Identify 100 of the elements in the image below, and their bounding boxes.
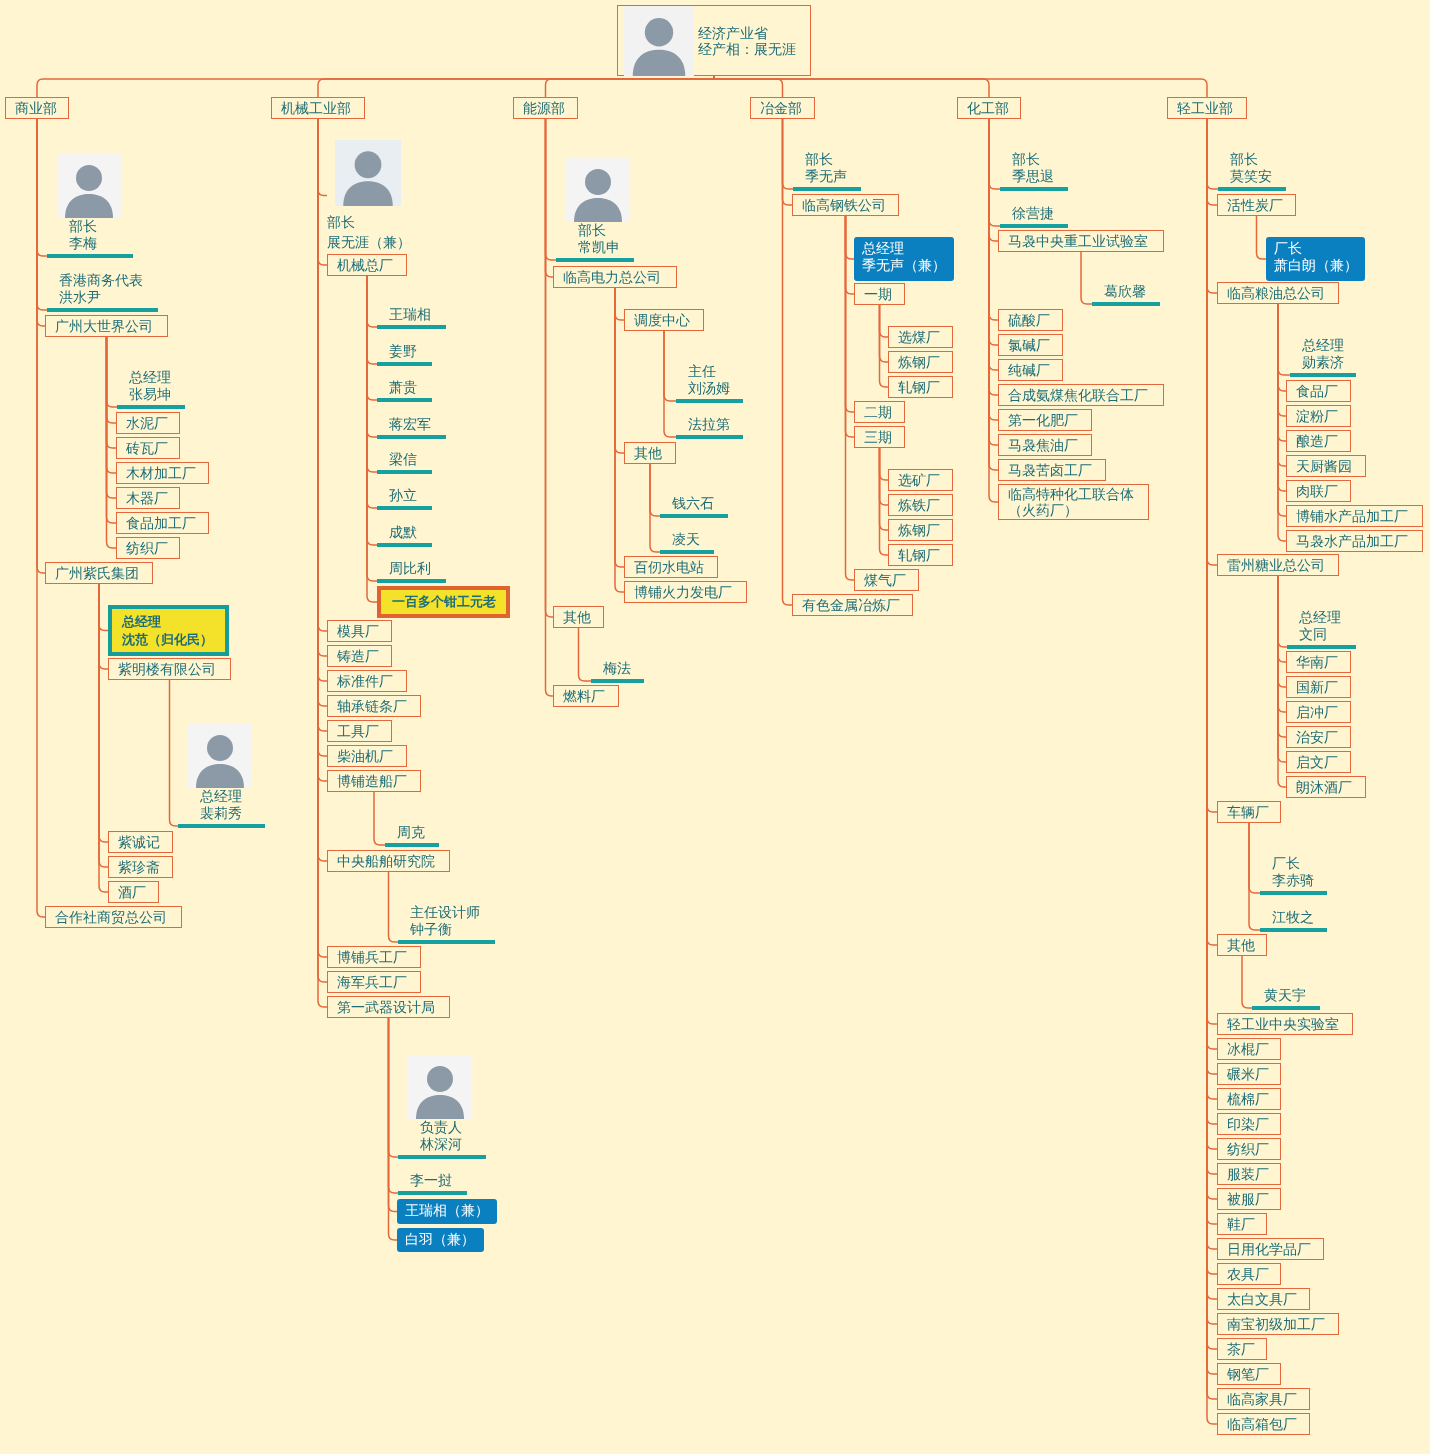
unit-node: 机械总厂 (327, 254, 407, 276)
unit-node: 柴油机厂 (327, 745, 407, 767)
name-text: 季无声（兼） (862, 257, 946, 274)
unit-node: 印染厂 (1217, 1113, 1281, 1135)
connector-line (713, 75, 1208, 98)
unit-node: 食品加工厂 (116, 512, 209, 534)
department-node: 冶金部 (750, 97, 815, 119)
name-text: 文同 (1299, 626, 1328, 643)
unit-node: 其他 (553, 606, 604, 628)
unit-node: 水泥厂 (116, 412, 180, 434)
concurrent-post-card: 白羽（兼） (397, 1228, 484, 1252)
unit-node: 车辆厂 (1217, 801, 1281, 823)
person-topic: 钱六石 (660, 495, 728, 518)
unit-node: 博铺火力发电厂 (624, 581, 747, 603)
unit-node: 食品厂 (1286, 380, 1351, 402)
unit-node: 纯碱厂 (998, 359, 1063, 381)
unit-node: 其他 (624, 442, 676, 464)
role-text: 总经理 (200, 788, 243, 805)
unit-node: 百仞水电站 (624, 556, 718, 578)
person-topic: 孙立 (377, 487, 432, 510)
unit-node: 马袅中央重工业试验室 (998, 230, 1164, 252)
unit-node: 有色金属冶炼厂 (792, 594, 913, 616)
connector-line (878, 447, 889, 556)
unit-node: 标准件厂 (327, 670, 407, 692)
unit-node: 冰棍厂 (1217, 1038, 1281, 1060)
connector-line (878, 304, 889, 388)
person-topic: 成默 (377, 524, 432, 547)
unit-node: 鞋厂 (1217, 1213, 1267, 1235)
connector-line (649, 463, 661, 553)
unit-node: 纺织厂 (116, 537, 180, 559)
unit-node: 选煤厂 (888, 326, 953, 348)
unit-node: 马袅水产品加工厂 (1286, 530, 1423, 552)
unit-node: 碾米厂 (1217, 1063, 1281, 1085)
name-text: 经产相：展无涯 (698, 40, 796, 57)
unit-node: 茶厂 (1217, 1338, 1267, 1360)
role-text: 部长 (327, 213, 356, 232)
unit-node: 二期 (854, 401, 905, 423)
unit-node: 选矿厂 (888, 469, 953, 491)
concurrent-post-card: 王瑞相（兼） (397, 1199, 497, 1224)
unit-node: 农具厂 (1217, 1263, 1281, 1285)
name-text: 裴莉秀 (200, 805, 243, 822)
unit-node: 临高电力总公司 (553, 266, 677, 288)
person-topic: 萧贵 (377, 379, 432, 402)
role-text: 负责人 (420, 1119, 463, 1136)
unit-node: 一期 (854, 283, 905, 305)
unit-node: 其他 (1217, 934, 1267, 956)
person-topic (556, 158, 634, 262)
unit-node: 轧钢厂 (888, 376, 953, 398)
name-text: 常凯申 (578, 239, 621, 256)
concurrent-post-card (854, 237, 954, 281)
connector-line (373, 791, 386, 846)
name-text: 洪水尹 (59, 289, 102, 306)
unit-node: 酒厂 (108, 881, 159, 903)
unit-node: 调度中心 (624, 309, 704, 331)
unit-node: 煤气厂 (854, 569, 919, 591)
unit-node: 国新厂 (1286, 676, 1351, 698)
unit-node: 第一化肥厂 (998, 409, 1092, 431)
person-topic: 葛欣馨 (1092, 283, 1160, 306)
unit-node: 太白文具厂 (1217, 1288, 1310, 1310)
unit-node: 紫明楼有限公司 (108, 658, 231, 680)
person-topic: 蒋宏军 (377, 416, 446, 439)
department-node: 商业部 (5, 97, 69, 119)
name-text: 展无涯（兼） (327, 233, 412, 252)
role-text: 经济产业省 (698, 24, 769, 41)
name-text: 季思退 (1012, 168, 1055, 185)
highlight-card (108, 605, 229, 656)
role-text: 部长 (1230, 151, 1259, 168)
connector-line (1248, 822, 1261, 931)
connector-line (663, 330, 677, 438)
role-text: 部长 (69, 218, 98, 235)
unit-node: 中央船舶研究院 (327, 850, 450, 872)
role-text: 总经理 (122, 613, 162, 631)
unit-node: 硫酸厂 (998, 309, 1063, 331)
department-node: 能源部 (513, 97, 578, 119)
unit-node: 启文厂 (1286, 751, 1351, 773)
person-topic (398, 1055, 486, 1159)
unit-node: 治安厂 (1286, 726, 1351, 748)
name-text: 李赤骑 (1272, 872, 1315, 889)
unit-node: 南宝初级加工厂 (1217, 1313, 1339, 1335)
name-text: 林深河 (420, 1136, 463, 1153)
person-topic: 姜野 (377, 343, 432, 366)
unit-node: 工具厂 (327, 720, 392, 742)
unit-node: 广州大世界公司 (45, 315, 168, 337)
unit-node: 启冲厂 (1286, 701, 1351, 723)
unit-node: 博铺水产品加工厂 (1286, 505, 1423, 527)
person-topic (1000, 151, 1068, 191)
connector-line (544, 75, 715, 98)
unit-node: 被服厂 (1217, 1188, 1281, 1210)
role-text: 主任 (688, 363, 717, 380)
connector-line (577, 627, 592, 682)
person-topic: 江牧之 (1260, 909, 1327, 932)
person-topic: 王瑞相 (377, 306, 446, 329)
connector-line (168, 679, 179, 827)
person-topic (178, 724, 265, 828)
unit-node: 轧钢厂 (888, 544, 953, 566)
concurrent-post-card (1266, 237, 1365, 281)
person-topic: 李一挝 (398, 1172, 467, 1195)
unit-node: 临高特种化工联合体（火药厂） (998, 484, 1149, 520)
name-text: 刘汤姆 (688, 380, 731, 397)
name-text: 张易坤 (129, 386, 172, 403)
